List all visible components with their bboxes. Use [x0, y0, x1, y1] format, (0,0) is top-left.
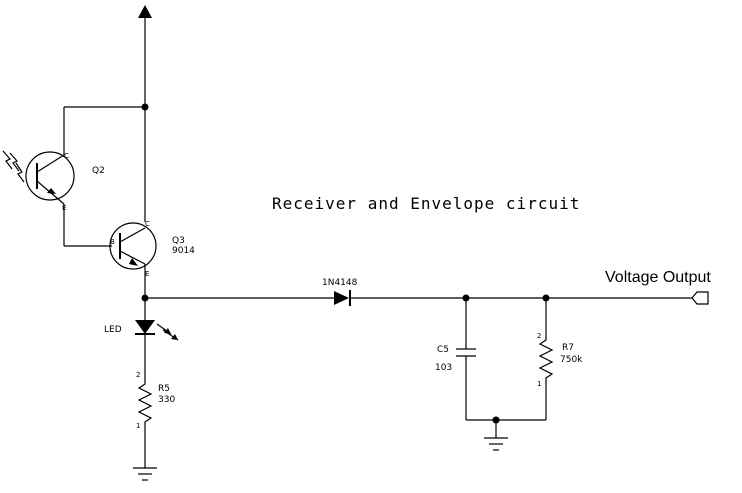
led: LED: [104, 298, 179, 368]
c5-value-label: 103: [435, 363, 452, 373]
r5-value-label: 330: [158, 395, 175, 405]
q2-ref-label: Q2: [92, 166, 105, 176]
r5-pin-2: 2: [136, 371, 140, 379]
r7-ref-label: R7: [562, 343, 574, 353]
q2-pin-c: C: [64, 152, 69, 160]
voltage-output-label: Voltage Output: [605, 269, 711, 286]
main-signal-line: [141, 294, 692, 302]
r5-ref-label: R5: [158, 384, 170, 394]
q3-pin-e: E: [145, 270, 149, 278]
r5-pin-1: 1: [136, 422, 140, 430]
light-rays-icon: [2, 150, 25, 183]
diode-1n4148: 1N4148: [322, 278, 358, 306]
led-label: LED: [104, 325, 122, 335]
bottom-rail: [466, 416, 546, 438]
diode-part-label: 1N4148: [322, 278, 358, 288]
ground-icon: [133, 467, 157, 481]
q3-ref-label: Q3: [172, 236, 185, 246]
c5-ref-label: C5: [437, 345, 449, 355]
r7-pin-1: 1: [537, 380, 541, 388]
phototransistor-q2: C E Q2: [2, 106, 145, 247]
capacitor-c5: C5 103: [435, 298, 476, 420]
diagram-title: Receiver and Envelope circuit: [272, 194, 580, 213]
output-connector: Voltage Output: [605, 269, 711, 305]
r7-value-label: 750k: [560, 355, 583, 365]
supply-arrow-icon: [138, 5, 152, 18]
light-emission-icon: [156, 323, 179, 341]
q2-pin-e: E: [62, 204, 66, 212]
resistor-r7: 2 1 R7 750k: [537, 298, 583, 420]
resistor-r5: 2 1 R5 330: [136, 368, 175, 468]
transistor-q3: B C E Q3 9014: [109, 220, 195, 298]
q3-pin-b: B: [110, 238, 115, 246]
supply-rail: [138, 5, 152, 222]
q3-part-label: 9014: [172, 246, 195, 256]
r7-pin-2: 2: [537, 332, 541, 340]
q3-pin-c: C: [145, 220, 150, 228]
ground-icon: [484, 437, 508, 451]
